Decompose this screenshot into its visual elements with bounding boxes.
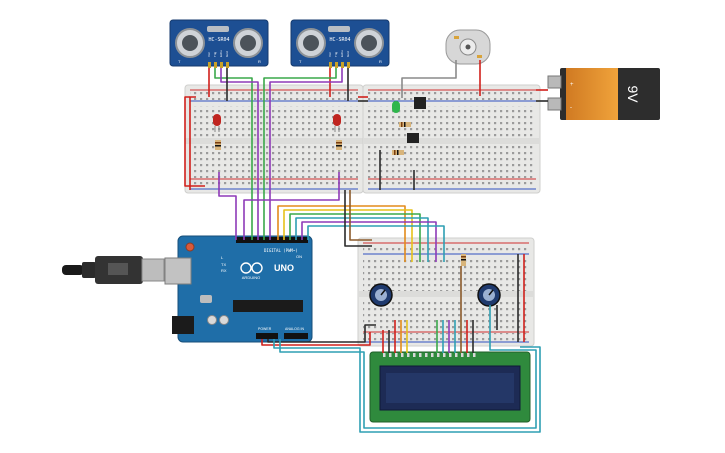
battery-label: 9V xyxy=(625,85,641,103)
l-label: L xyxy=(221,255,224,260)
arduino-brand: ARDUINO xyxy=(242,275,260,280)
analog-label: ANALOG IN xyxy=(285,327,305,331)
sensor-2-mark-t: T xyxy=(299,59,302,64)
power-label: POWER xyxy=(258,327,272,331)
potentiometer-2 xyxy=(477,283,501,307)
battery-9v: 9V + - xyxy=(547,68,660,120)
lcd-pins xyxy=(383,353,476,357)
ultrasonic-sensor-1: HC-SR04 T R Vcc Trig Echo Gnd xyxy=(169,19,269,68)
sensor-2-mark-r: R xyxy=(379,59,382,64)
usb-cable xyxy=(62,256,165,284)
transistor-1 xyxy=(414,97,426,109)
sensor-1-mark-t: T xyxy=(178,59,181,64)
sensor-2-pin-gnd: Gnd xyxy=(346,51,350,57)
battery-minus: - xyxy=(570,105,572,111)
led-green xyxy=(392,101,400,113)
led-red-1 xyxy=(213,114,221,132)
digital-header-label: DIGITAL (PWM~) xyxy=(264,248,298,253)
sensor-2-pins xyxy=(329,62,350,68)
sensor-1-pin-gnd: Gnd xyxy=(225,51,229,57)
arduino-uno: DIGITAL (PWM~) UNO ARDUINO TX RX L ON PO… xyxy=(164,235,313,343)
atmega-chip xyxy=(233,300,303,312)
sensor-2-label: HC-SR04 xyxy=(329,37,350,43)
analog-header xyxy=(284,333,308,339)
resistor-4 xyxy=(392,150,404,155)
on-label: ON xyxy=(296,254,302,259)
digital-header xyxy=(236,237,308,243)
battery-plus: + xyxy=(570,82,574,88)
led-red-2 xyxy=(333,114,341,132)
wires xyxy=(184,60,548,433)
ultrasonic-sensor-2: HC-SR04 T R Vcc Trig Echo Gnd xyxy=(290,19,390,68)
sensor-1-pin-echo: Echo xyxy=(219,50,223,57)
sensor-1-pin-labels: Vcc Trig Echo Gnd xyxy=(207,50,229,57)
sensor-2-pin-echo: Echo xyxy=(340,50,344,57)
breadboard-top-left xyxy=(184,84,364,194)
potentiometer-1 xyxy=(369,283,393,307)
sensor-1-mark-r: R xyxy=(258,59,261,64)
resistor-3 xyxy=(399,122,411,127)
arduino-logo xyxy=(240,262,263,274)
rx-label: RX xyxy=(221,268,227,273)
arduino-model: UNO xyxy=(274,263,294,273)
resistor-5 xyxy=(461,254,466,266)
lcd-16x2 xyxy=(369,351,531,423)
sensor-1-label: HC-SR04 xyxy=(208,37,229,43)
dc-motor xyxy=(445,29,491,65)
transistor-2 xyxy=(407,133,419,143)
sensor-2-pin-vcc: Vcc xyxy=(328,51,332,57)
tx-label: TX xyxy=(221,262,226,267)
power-header xyxy=(256,333,278,339)
sensor-2-pin-trig: Trig xyxy=(334,52,338,57)
resistor-1 xyxy=(215,140,221,150)
sensor-2-pin-labels: Vcc Trig Echo Gnd xyxy=(328,50,350,57)
breadboard-top-right xyxy=(362,84,541,194)
sensor-1-pin-vcc: Vcc xyxy=(207,51,211,57)
sensor-1-pins xyxy=(208,62,229,68)
resistor-2 xyxy=(336,140,342,150)
sensor-1-pin-trig: Trig xyxy=(213,52,217,57)
